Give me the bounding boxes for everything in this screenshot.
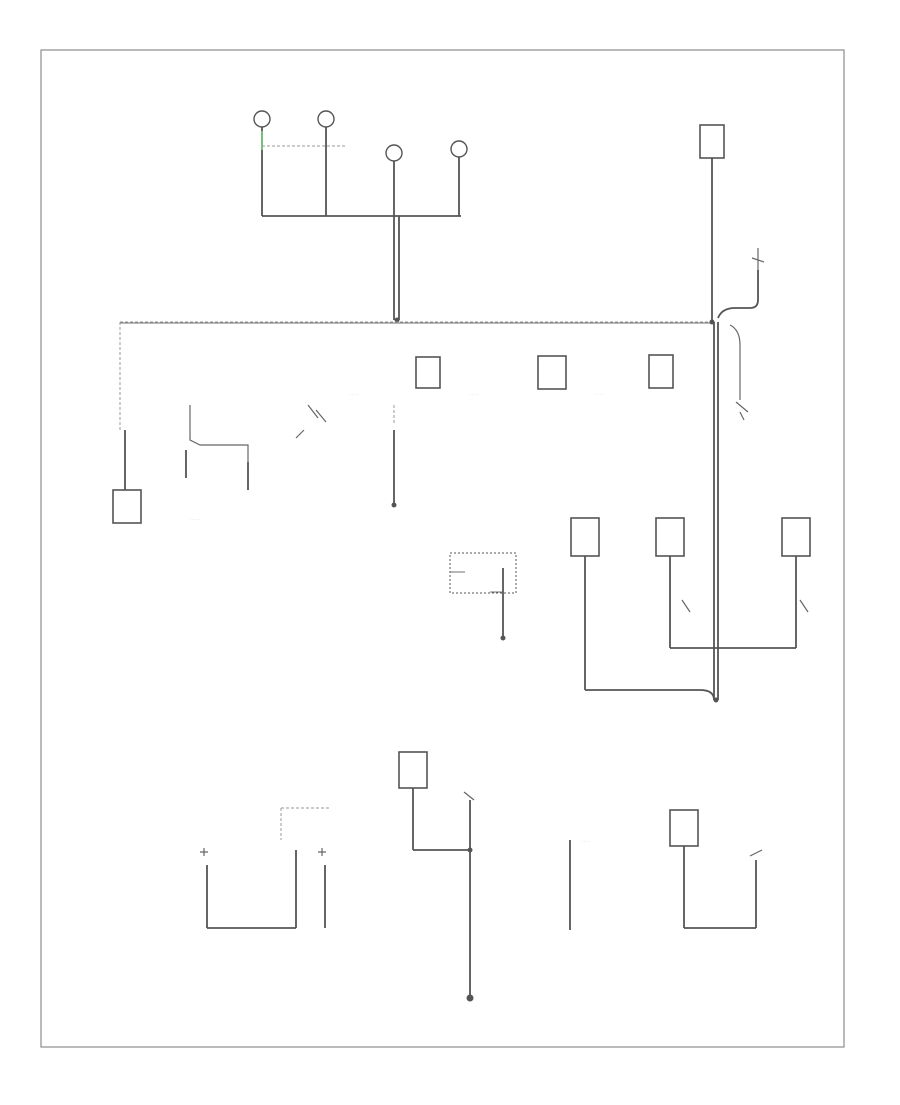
module-d <box>570 517 600 557</box>
top-right-switch <box>751 248 765 270</box>
bottom-left-switch-2 <box>318 848 326 856</box>
left-lamp-3 <box>385 144 403 162</box>
top-lamp-group <box>253 110 468 323</box>
right-trunk-switch <box>735 401 749 421</box>
small-switch <box>295 404 327 439</box>
module-f <box>781 517 811 557</box>
splice-top <box>394 317 400 323</box>
diagram-frame <box>40 49 845 1048</box>
module-row: . . . . . . . . . . . . <box>350 354 674 396</box>
module-c <box>648 354 674 389</box>
module-a <box>415 356 441 389</box>
ground-point-bottom <box>466 994 474 1002</box>
left-branch-group: . . . . . <box>112 322 397 524</box>
svg-text:. . . .: . . . . <box>350 391 358 396</box>
bottom-left-switch-1 <box>200 848 208 856</box>
mid-right-modules <box>570 517 811 701</box>
left-module <box>112 489 142 524</box>
ground-point-center-left <box>391 502 397 508</box>
svg-text:. . . . .: . . . . . <box>190 516 200 521</box>
module-g <box>398 751 428 789</box>
top-right-module <box>699 124 725 159</box>
module-e <box>655 517 685 557</box>
left-lamp-1 <box>253 110 271 128</box>
top-right-module-group <box>699 124 765 322</box>
bottom-right-group: . . . . <box>569 809 763 930</box>
ground-point-center <box>500 635 506 641</box>
module-b <box>537 355 567 390</box>
right-lamp-4 <box>450 140 468 158</box>
right-ground-trunk <box>713 322 749 703</box>
connector-block <box>449 552 517 594</box>
bottom-center-group <box>398 751 475 1002</box>
svg-text:. . . .: . . . . <box>582 838 590 843</box>
svg-text:. . . .: . . . . <box>595 391 603 396</box>
middle-connector-group <box>449 552 517 641</box>
svg-text:. . . .: . . . . <box>470 391 478 396</box>
bottom-left-group <box>200 807 330 929</box>
left-lamp-2 <box>317 110 335 128</box>
module-h <box>669 809 699 847</box>
left-switch-1 <box>189 405 249 462</box>
